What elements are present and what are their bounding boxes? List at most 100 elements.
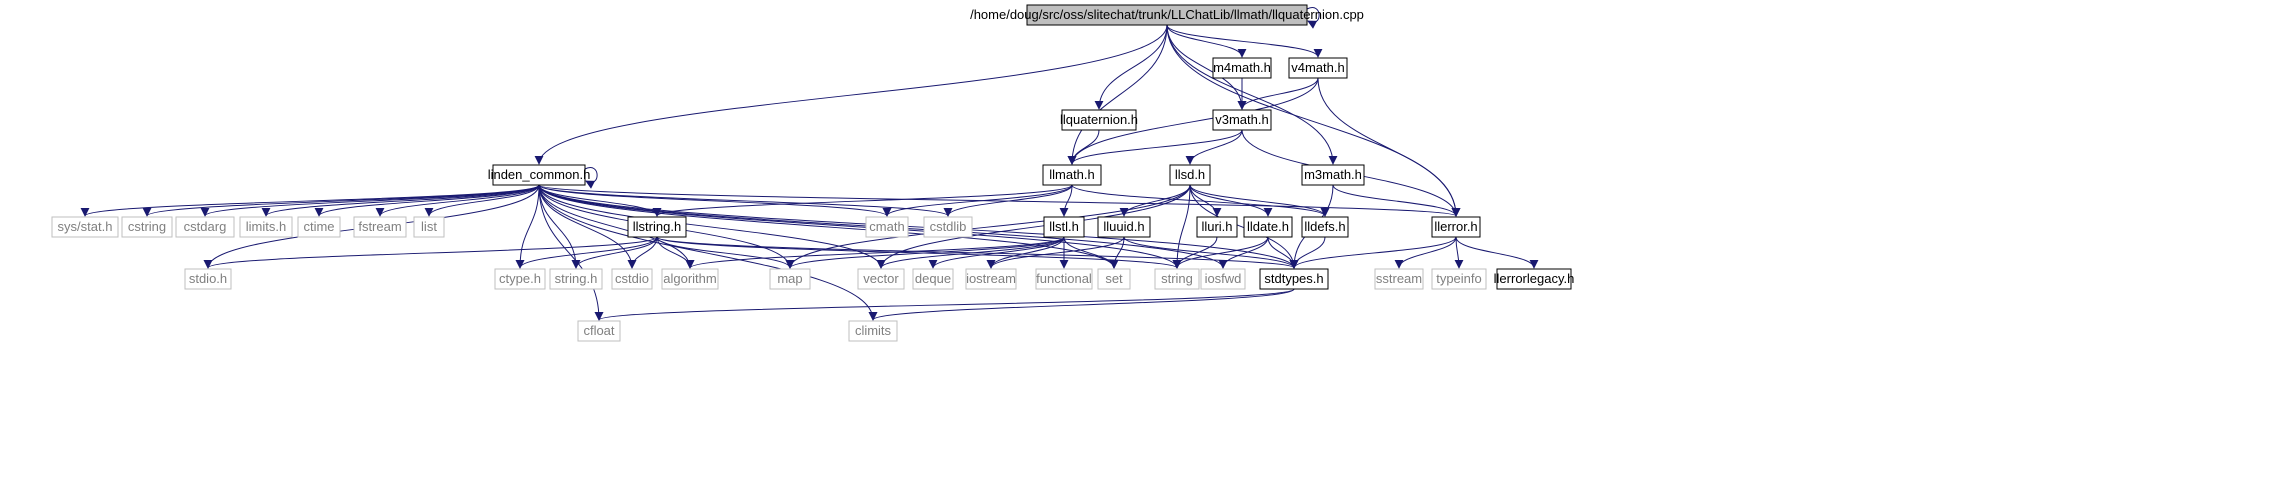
edge-llsd-to-lldate [1189, 184, 1273, 217]
node-llquaternion[interactable]: llquaternion.h [1060, 109, 1138, 131]
node-cstdarg-box [175, 216, 235, 238]
edge-root-to-m3math [1166, 24, 1338, 165]
node-llquaternion-label: llquaternion.h [1060, 112, 1138, 127]
edge-llstring-to-algorithm [656, 236, 695, 269]
edge-llstring-to-stdtypes [656, 236, 1299, 269]
node-stdtypes[interactable]: stdtypes.h [1259, 268, 1329, 290]
node-vector: vector [857, 268, 905, 290]
edge-root-to-llquaternion [1094, 24, 1168, 110]
edge-v3math-to-llsd [1185, 129, 1243, 165]
node-llstl[interactable]: llstl.h [1043, 216, 1085, 238]
node-root-box [1026, 4, 1308, 26]
node-lldefs[interactable]: lldefs.h [1301, 216, 1349, 238]
node-cstdarg: cstdarg [175, 216, 235, 238]
node-sstream: sstream [1374, 268, 1424, 290]
node-v3math-label: v3math.h [1215, 112, 1268, 127]
node-lluri[interactable]: lluri.h [1196, 216, 1238, 238]
node-cstring-label: cstring [128, 219, 166, 234]
node-m3math[interactable]: m3math.h [1301, 164, 1365, 186]
edge-llsd-to-map [785, 184, 1191, 269]
node-set-label: set [1105, 271, 1123, 286]
edge-llsd-to-vector [876, 184, 1191, 269]
node-llmath-label: llmath.h [1049, 167, 1095, 182]
edge-linden_common-to-list [424, 184, 540, 217]
edge-lluuid-to-stdtypes [1123, 236, 1299, 269]
edge-linden_common-to-ctime [314, 184, 540, 217]
node-v4math[interactable]: v4math.h [1288, 57, 1348, 79]
node-llerrorlegacy[interactable]: llerrorlegacy.h [1494, 268, 1575, 290]
edge-llsd-to-lluuid [1119, 184, 1191, 217]
edge-linden_common-to-cstdarg [200, 184, 540, 217]
node-v3math-box [1212, 109, 1272, 131]
edge-linden_common-to-algorithm [538, 184, 695, 269]
edge-lluuid-to-iostream [986, 236, 1125, 269]
edge-llerror-to-llerrorlegacy [1455, 236, 1539, 269]
node-iostream: iostream [965, 268, 1017, 290]
node-llerror-label: llerror.h [1434, 219, 1477, 234]
edge-root-to-m4math [1166, 24, 1247, 58]
node-string: string [1154, 268, 1200, 290]
node-linden_common-label: linden_common.h [488, 167, 591, 182]
edge-stdtypes-to-climits [868, 288, 1295, 321]
edge-llstring-to-map [656, 236, 795, 269]
node-llsd-label: llsd.h [1175, 167, 1205, 182]
node-cmath-box [865, 216, 909, 238]
node-cstdio-box [611, 268, 653, 290]
node-lldate[interactable]: lldate.h [1243, 216, 1293, 238]
node-llmath[interactable]: llmath.h [1042, 164, 1102, 186]
node-list-label: list [421, 219, 437, 234]
node-llstring-label: llstring.h [633, 219, 681, 234]
edge-linden_common-to-string_h [538, 184, 581, 269]
node-llstl-box [1043, 216, 1085, 238]
edge-llquaternion-to-llmath [1067, 129, 1100, 165]
edge-llmath-to-cstdlib [943, 184, 1073, 217]
edge-linden_common-to-linden_common [584, 167, 598, 189]
node-m4math-box [1212, 57, 1272, 79]
node-sys_stat: sys/stat.h [51, 216, 119, 238]
edge-v4math-to-v3math [1237, 77, 1319, 110]
node-stdio: stdio.h [184, 268, 232, 290]
node-deque-label: deque [915, 271, 951, 286]
node-cstdio-label: cstdio [615, 271, 649, 286]
node-lldate-box [1243, 216, 1293, 238]
node-cstdarg-label: cstdarg [184, 219, 227, 234]
edge-root-to-v4math [1166, 24, 1323, 58]
node-fstream-box [353, 216, 407, 238]
edge-llstl-to-algorithm [685, 236, 1065, 269]
node-typeinfo: typeinfo [1431, 268, 1487, 290]
node-v3math[interactable]: v3math.h [1212, 109, 1272, 131]
node-llstring[interactable]: llstring.h [627, 216, 687, 238]
node-deque: deque [912, 268, 954, 290]
edge-v4math-to-llerror [1317, 77, 1461, 217]
node-root[interactable]: /home/doug/src/oss/slitechat/trunk/LLCha… [970, 4, 1364, 26]
node-set: set [1097, 268, 1131, 290]
edge-linden_common-to-sys_stat [80, 184, 540, 217]
node-iosfwd: iosfwd [1200, 268, 1246, 290]
edge-linden_common-to-cstdlib [538, 184, 953, 217]
node-lluuid[interactable]: lluuid.h [1097, 216, 1151, 238]
node-cfloat: cfloat [577, 320, 621, 342]
node-sstream-label: sstream [1376, 271, 1422, 286]
node-linden_common-box [492, 164, 586, 186]
edge-stdtypes-to-cfloat [594, 288, 1295, 321]
node-llsd[interactable]: llsd.h [1169, 164, 1211, 186]
node-cmath-label: cmath [869, 219, 904, 234]
edge-linden_common-to-ctype [515, 184, 540, 269]
node-fstream: fstream [353, 216, 407, 238]
node-llstl-label: llstl.h [1049, 219, 1079, 234]
node-functional-box [1035, 268, 1093, 290]
node-m4math[interactable]: m4math.h [1212, 57, 1272, 79]
node-linden_common[interactable]: linden_common.h [488, 164, 591, 186]
node-stdio-box [184, 268, 232, 290]
node-stdtypes-box [1259, 268, 1329, 290]
node-functional: functional [1035, 268, 1093, 290]
edge-lldefs-to-stdtypes [1289, 236, 1326, 269]
node-set-box [1097, 268, 1131, 290]
node-cstdlib-box [923, 216, 973, 238]
edge-root-to-v3math [1166, 24, 1247, 110]
node-llerror[interactable]: llerror.h [1431, 216, 1481, 238]
node-ctype-box [494, 268, 546, 290]
node-lluri-box [1196, 216, 1238, 238]
edge-llstring-to-string [656, 236, 1182, 269]
